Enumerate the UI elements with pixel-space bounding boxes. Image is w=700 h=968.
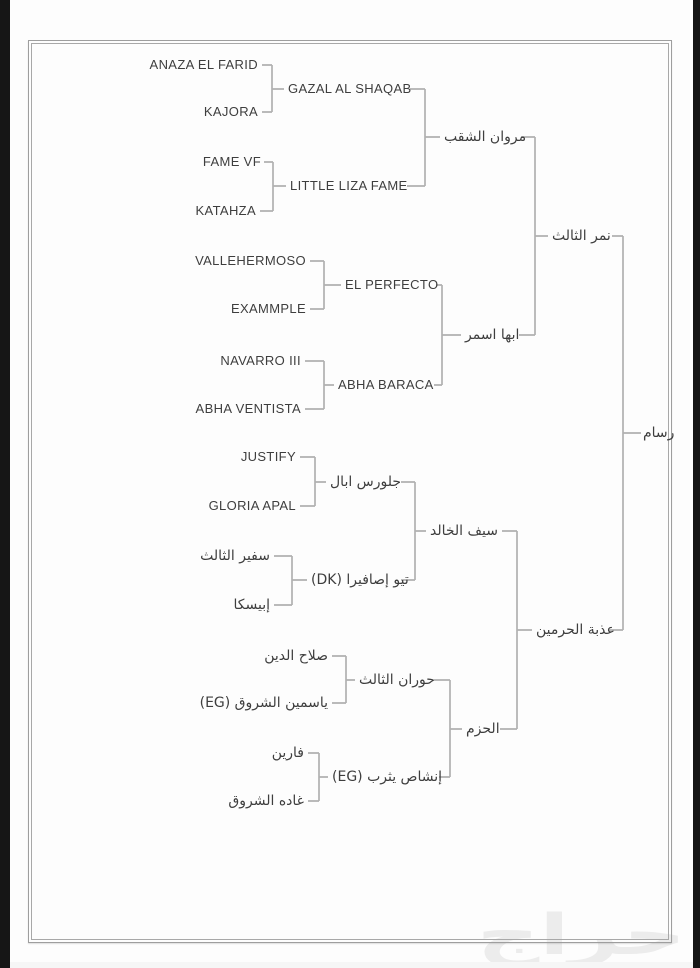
node-houran-al-thalith: حوران الثالث (359, 672, 435, 688)
node-ibiska: إبيسكا (233, 597, 271, 613)
node-gloria-apal: GLORIA APAL (208, 498, 296, 513)
node-anaza-el-farid: ANAZA EL FARID (149, 57, 258, 72)
node-abha-ventista: ABHA VENTISTA (195, 401, 301, 416)
node-yasmin-al-shorouq: ياسمين الشروق (EG) (199, 695, 328, 711)
node-glorus-abal: جلورس ابال (330, 474, 402, 490)
node-katahza: KATAHZA (195, 203, 256, 218)
node-nimr-al-thalith: نمر الثالث (552, 228, 611, 244)
node-farin: فارين (271, 745, 304, 761)
node-saif-al-khalid: سيف الخالد (430, 523, 498, 539)
left-letterbox-bar (0, 0, 10, 968)
haraj-watermark: حراج (477, 903, 686, 968)
node-gazal-al-shaqab: GAZAL AL SHAQAB (288, 81, 412, 96)
node-navarro-iii: NAVARRO III (220, 353, 301, 368)
node-el-perfecto: EL PERFECTO (345, 277, 439, 292)
node-abha-asmar: ابها اسمر (465, 327, 520, 343)
node-safir-al-thalith: سفير الثالث (200, 548, 270, 564)
right-letterbox-bar (693, 0, 700, 968)
bottom-strip (10, 962, 693, 968)
node-al-hazm: الحزم (466, 721, 500, 737)
node-justify: JUSTIFY (240, 449, 296, 464)
node-adhbat-al-haramain: عذبة الحرمين (536, 622, 615, 638)
node-tio-isafira-dk: تيو إصافيرا (DK) (311, 572, 409, 588)
node-inshas-yathrib-eg: إنشاص يثرب (EG) (332, 769, 443, 785)
node-marwan-al-shaqab: مروان الشقب (444, 129, 527, 145)
node-little-liza-fame: LITTLE LIZA FAME (290, 178, 408, 193)
double-line-frame (28, 40, 672, 943)
node-rassam-root: رسام (643, 425, 675, 441)
node-kajora: KAJORA (203, 104, 258, 119)
node-abha-baraca: ABHA BARACA (338, 377, 434, 392)
node-exammple: EXAMMPLE (230, 301, 306, 316)
node-vallehermoso: VALLEHERMOSO (195, 253, 306, 268)
node-salah-al-din: صلاح الدين (264, 648, 328, 664)
node-ghada-al-shorouq: غاده الشروق (228, 793, 304, 809)
node-fame-vf: FAME VF (202, 154, 261, 169)
